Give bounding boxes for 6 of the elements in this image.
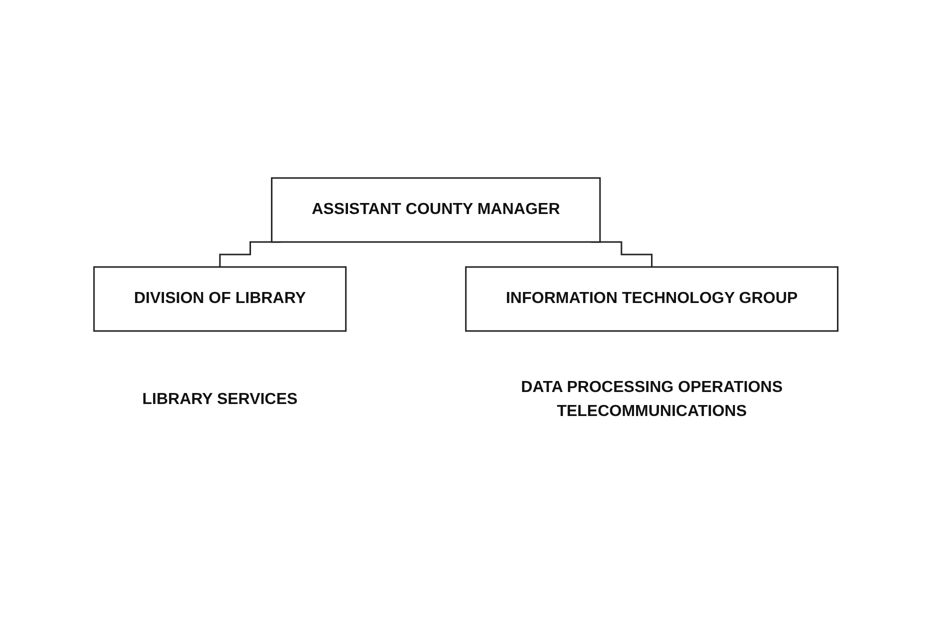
- node-label: TELECOMMUNICATIONS: [556, 402, 746, 420]
- node-box: ASSISTANT COUNTY MANAGER: [270, 176, 600, 242]
- node-box: DIVISION OF LIBRARY: [92, 266, 346, 332]
- node-box: INFORMATION TECHNOLOGY GROUP: [464, 266, 838, 332]
- node-label: DATA PROCESSING OPERATIONS: [520, 378, 782, 396]
- node-label: LIBRARY SERVICES: [142, 390, 298, 408]
